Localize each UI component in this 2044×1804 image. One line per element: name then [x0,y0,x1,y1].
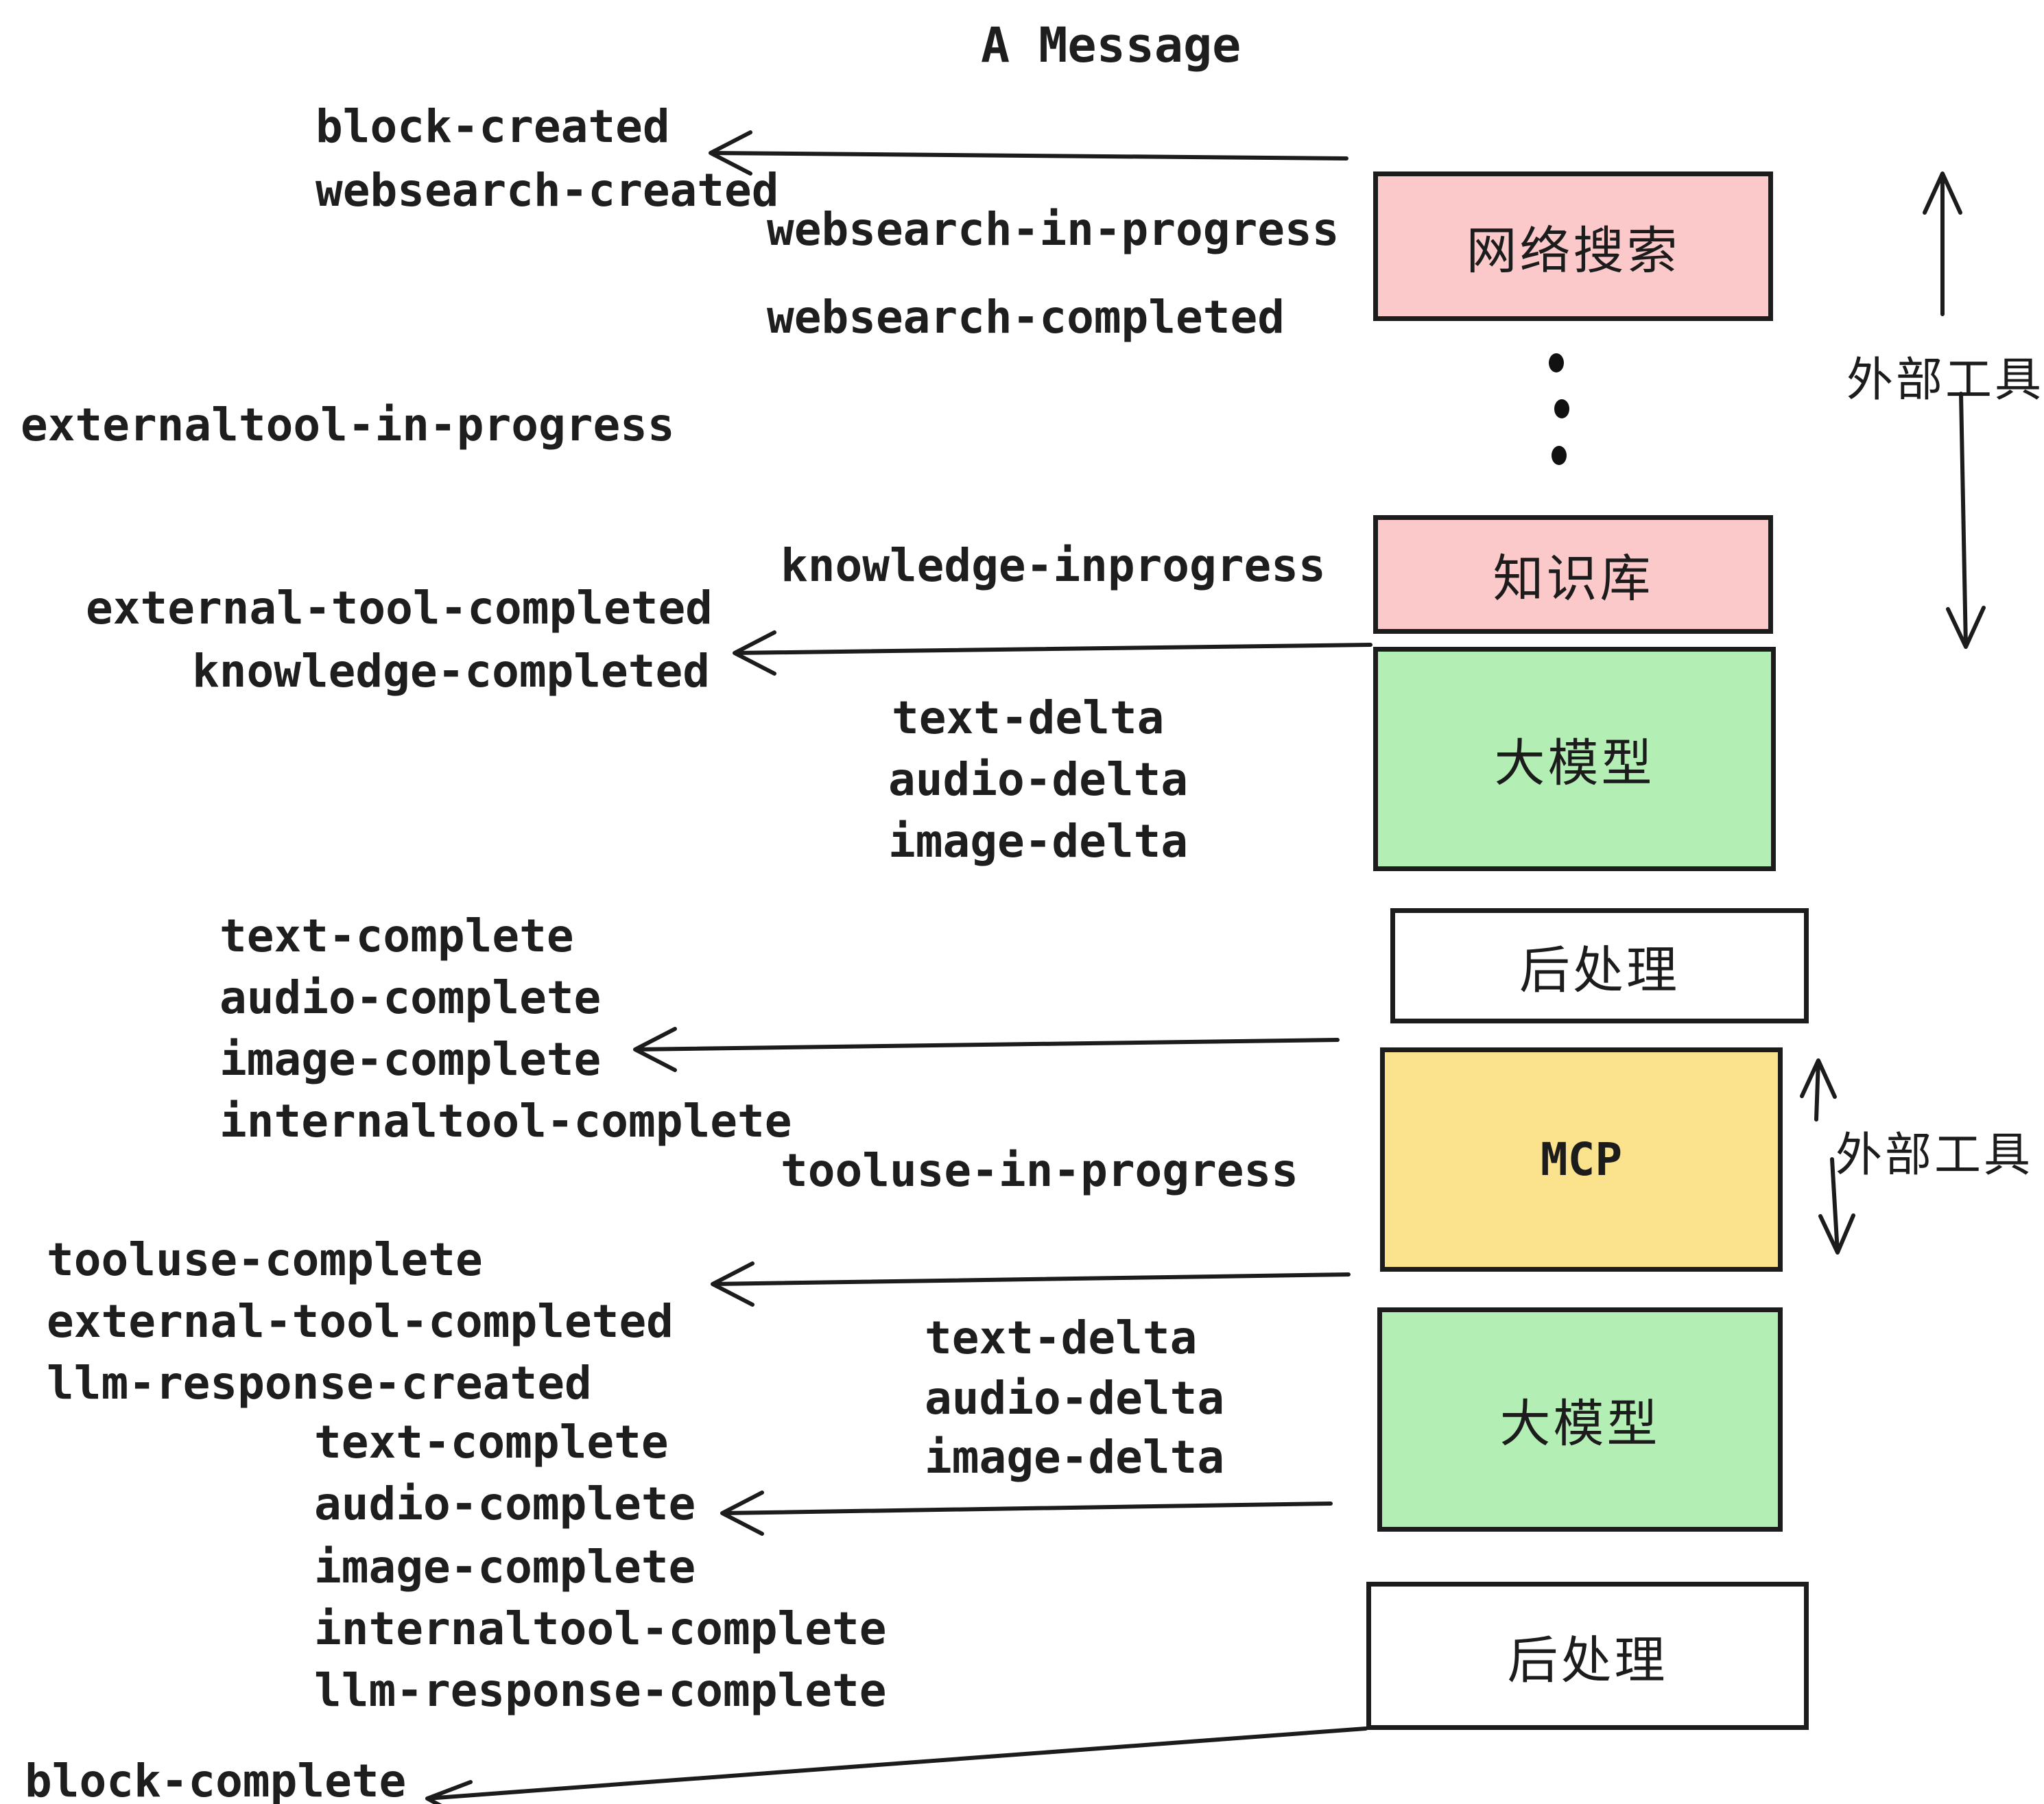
arrow-to-block-complete [425,1726,1368,1804]
arrow-to-image-complete [633,1027,1340,1072]
event-tooluse-complete: tooluse-complete [47,1233,483,1286]
event-websearch-completed: websearch-completed [767,291,1285,344]
event-audio-delta-1: audio-delta [888,753,1189,806]
event-audio-delta-2: audio-delta [925,1372,1225,1425]
page-title: A Message [981,17,1241,73]
event-image-complete-2: image-complete [314,1541,696,1593]
event-image-complete-1: image-complete [219,1033,602,1086]
arrow-external-tools-top-down [1946,392,1986,649]
event-image-delta-1: image-delta [888,815,1189,868]
event-internaltool-complete-2: internaltool-complete [314,1602,887,1655]
box-llm-2: 大模型 [1377,1307,1783,1532]
event-llm-response-complete: llm-response-complete [314,1664,887,1717]
event-image-delta-2: image-delta [925,1431,1225,1484]
event-llm-response-created: llm-response-created [47,1357,592,1410]
side-label-external-tools-bottom: 外部工具 [1835,1129,2034,1181]
box-websearch: 网络搜索 [1373,171,1773,321]
event-internaltool-complete-1: internaltool-complete [219,1095,792,1148]
arrow-external-tools-bottom-up [1800,1058,1837,1121]
box-postprocess-1: 后处理 [1390,908,1809,1023]
event-websearch-in-progress: websearch-in-progress [767,203,1340,256]
box-llm-1: 大模型 [1373,647,1776,871]
event-text-delta-2: text-delta [925,1312,1198,1364]
box-websearch-label: 网络搜索 [1466,222,1680,279]
event-block-created: block-created [316,100,670,153]
arrow-to-audio-complete [720,1491,1333,1536]
box-postprocess-2: 后处理 [1366,1582,1809,1730]
event-text-complete-1: text-complete [219,910,574,962]
box-llm-1-label: 大模型 [1494,735,1655,792]
arrow-to-websearch-created [709,130,1348,176]
box-postprocess-2-label: 后处理 [1507,1631,1668,1689]
side-label-external-tools-top: 外部工具 [1846,354,2044,406]
ellipsis-dot [1554,399,1569,418]
event-block-complete: block-complete [25,1755,407,1804]
arrow-to-knowledge-completed [733,630,1372,676]
event-external-tool-completed-1: external-tool-completed [86,582,713,634]
event-tooluse-in-progress: tooluse-in-progress [781,1144,1298,1197]
event-externaltool-in-progress: externaltool-in-progress [21,399,675,451]
event-websearch-created: websearch-created [316,164,779,217]
box-mcp: MCP [1380,1047,1783,1272]
box-knowledge-label: 知识库 [1493,550,1654,607]
event-external-tool-completed-2: external-tool-completed [47,1295,674,1348]
arrow-external-tools-top-up [1923,171,1962,316]
box-mcp-label: MCP [1540,1133,1623,1186]
event-audio-complete-2: audio-complete [314,1477,696,1530]
box-postprocess-1-label: 后处理 [1519,941,1680,999]
arrow-to-tooluse-complete [711,1261,1351,1307]
box-knowledge: 知识库 [1373,515,1773,634]
event-text-complete-2: text-complete [314,1416,669,1469]
event-audio-complete-1: audio-complete [219,971,602,1024]
ellipsis-dot [1549,353,1564,372]
event-text-delta-1: text-delta [892,691,1165,744]
ellipsis-dot [1552,446,1567,465]
event-knowledge-completed: knowledge-completed [192,645,710,698]
box-llm-2-label: 大模型 [1499,1395,1661,1452]
event-knowledge-inprogress: knowledge-inprogress [781,539,1326,592]
